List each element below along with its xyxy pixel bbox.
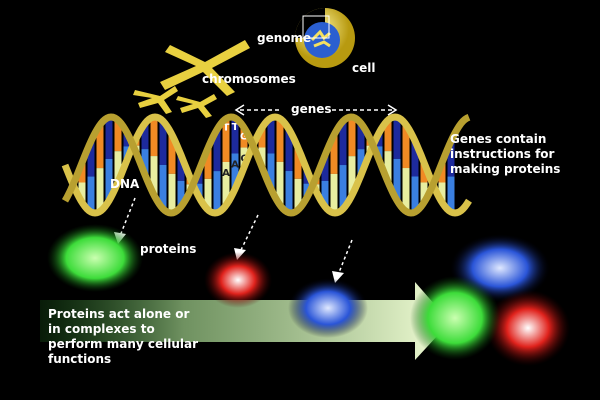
base-pair bbox=[168, 173, 176, 213]
base-pair bbox=[159, 164, 167, 209]
base-pair bbox=[411, 141, 419, 177]
base-pair bbox=[231, 118, 239, 154]
base-pair bbox=[141, 123, 149, 150]
base-pair bbox=[267, 153, 275, 189]
base-pair bbox=[177, 155, 185, 181]
base-pair bbox=[87, 141, 95, 177]
base-pair bbox=[213, 129, 221, 172]
base-pair bbox=[285, 171, 293, 213]
base-pair bbox=[339, 165, 347, 209]
base-pair bbox=[258, 147, 266, 168]
base-pair bbox=[96, 168, 104, 212]
cell-label: cell bbox=[352, 61, 376, 75]
base-pair bbox=[267, 118, 275, 154]
dna-strand-2 bbox=[61, 113, 471, 217]
base-pair bbox=[348, 156, 356, 196]
base-pair bbox=[204, 147, 212, 179]
base-pair bbox=[258, 127, 266, 148]
base-pair bbox=[276, 161, 284, 206]
base-pair bbox=[348, 117, 356, 157]
base-pair bbox=[240, 127, 248, 148]
proteins-label: proteins bbox=[140, 242, 197, 256]
protein-green bbox=[47, 224, 143, 292]
base-pair bbox=[150, 156, 158, 196]
protein-complex bbox=[410, 234, 570, 366]
base-pair bbox=[420, 162, 428, 183]
base-pair bbox=[222, 118, 230, 162]
base-pair bbox=[213, 171, 221, 213]
genes-label: genes bbox=[291, 102, 332, 116]
base-pair bbox=[384, 120, 392, 152]
base-pair bbox=[87, 176, 95, 212]
base-pair bbox=[447, 141, 455, 177]
base-pair bbox=[357, 149, 365, 175]
base-pair bbox=[384, 151, 392, 183]
base-pair bbox=[402, 124, 410, 169]
base-pair bbox=[339, 121, 347, 166]
proteins-caption: Proteins act alone or in complexes to pe… bbox=[48, 307, 199, 366]
base-letter: G bbox=[240, 132, 248, 143]
protein-red bbox=[204, 252, 272, 308]
base-pair bbox=[393, 158, 401, 201]
base-letter: A bbox=[222, 168, 230, 179]
base-pair bbox=[285, 129, 293, 172]
dna-label: DNA bbox=[110, 177, 140, 191]
base-pair bbox=[402, 168, 410, 212]
base-pair bbox=[357, 123, 365, 150]
genes-span-arrow bbox=[234, 104, 398, 116]
cell-icon bbox=[295, 8, 355, 68]
base-pair bbox=[204, 178, 212, 210]
base-pair bbox=[78, 162, 86, 183]
base-pair bbox=[105, 117, 113, 159]
base-pair bbox=[438, 182, 446, 203]
base-pair bbox=[330, 173, 338, 213]
base-pair bbox=[420, 182, 428, 203]
base-letter: T bbox=[223, 123, 230, 134]
base-pair bbox=[240, 147, 248, 168]
chromosomes-icon bbox=[133, 40, 250, 118]
base-pair bbox=[105, 158, 113, 201]
base-pair bbox=[294, 178, 302, 210]
base-pair bbox=[222, 161, 230, 206]
base-pair bbox=[231, 153, 239, 189]
base-pair bbox=[321, 155, 329, 181]
base-pair bbox=[447, 176, 455, 212]
base-letter: T bbox=[232, 122, 239, 133]
base-pair bbox=[330, 134, 338, 174]
base-pair bbox=[321, 180, 329, 207]
base-pair bbox=[150, 117, 158, 157]
genome-label: genome bbox=[257, 31, 312, 45]
base-pair bbox=[411, 176, 419, 212]
base-pair bbox=[438, 162, 446, 183]
base-pair bbox=[159, 121, 167, 165]
base-pair bbox=[168, 134, 176, 174]
chromosomes-label: chromosomes bbox=[202, 72, 296, 86]
base-pair bbox=[177, 180, 185, 207]
base-pair bbox=[276, 118, 284, 162]
protein-blue bbox=[288, 278, 368, 338]
base-pair bbox=[78, 182, 86, 203]
base-pair bbox=[393, 117, 401, 159]
base-pair bbox=[294, 147, 302, 179]
base-letter: A bbox=[231, 160, 239, 171]
base-pair bbox=[114, 151, 122, 183]
base-pair bbox=[96, 124, 104, 169]
base-pair bbox=[141, 149, 149, 175]
base-pair bbox=[114, 120, 122, 152]
genes-caption: Genes contain instructions for making pr… bbox=[450, 132, 561, 176]
